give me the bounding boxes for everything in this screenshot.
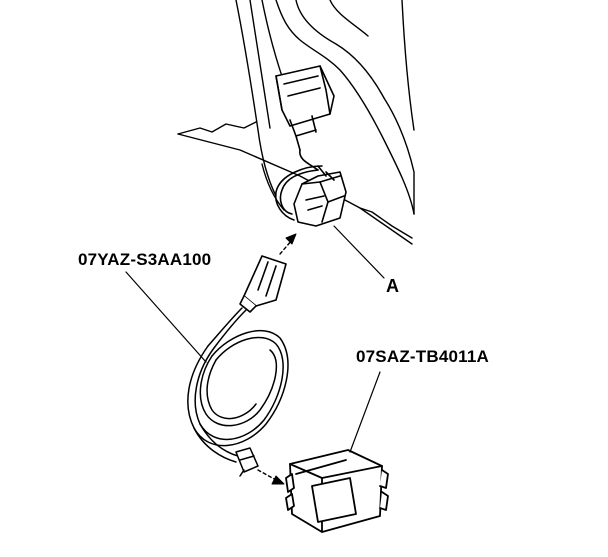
insert-arrow (279, 233, 297, 255)
callout-tester-box: 07SAZ-TB4011A (356, 347, 489, 366)
vehicle-harness (274, 149, 323, 221)
tester-arrow (257, 469, 285, 485)
adapter-plug (239, 255, 287, 313)
tester-plug (235, 447, 259, 477)
callout-connector-a: A (386, 276, 400, 296)
body-mounted-module (275, 65, 335, 151)
leader-line-a (333, 225, 385, 279)
tester-box (285, 449, 389, 533)
adapter-harness-coil (187, 307, 289, 463)
leader-line-adapter (125, 271, 207, 363)
vehicle-body-panel (177, 0, 415, 245)
callout-adapter-harness: 07YAZ-S3AA100 (78, 250, 212, 269)
connector-a (293, 165, 347, 227)
leader-line-tester (349, 371, 381, 453)
